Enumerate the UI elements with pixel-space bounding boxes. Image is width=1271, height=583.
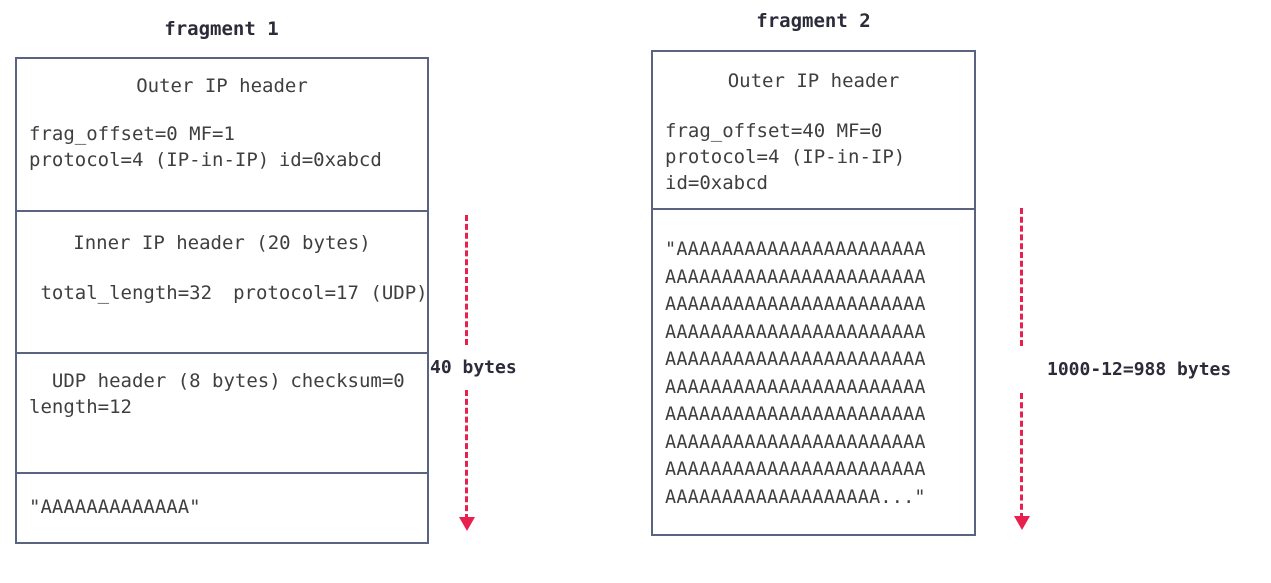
fragment-1-outer-protocol-line: protocol=4 (IP-in-IP) — [29, 149, 270, 171]
fragment-1-payload-section: "AAAAAAAAAAAAA" — [17, 474, 427, 542]
fragment-2-outer-ip-header-heading: Outer IP header — [727, 70, 900, 92]
fragment-1-payload-line: "AAAAAAAAAAAAA" — [29, 496, 201, 518]
fragment-2-payload-line: AAAAAAAAAAAAAAAAAAAAAAA — [665, 459, 926, 480]
fragment-1-size-label: 40 bytes — [430, 357, 517, 378]
dashed-line-upper — [465, 215, 468, 345]
fragment-1-udp-header-section: UDP header (8 bytes) checksum=0 length=1… — [17, 354, 427, 474]
fragment-1-udp-length-line: length=12 — [29, 396, 132, 418]
dashed-line-lower — [465, 390, 468, 520]
fragment-2-payload-line: AAAAAAAAAAAAAAAAAAAAAAA — [665, 431, 926, 453]
fragment-2-payload-line: AAAAAAAAAAAAAAAAAAAAAAA — [665, 266, 926, 288]
fragment-1-outer-ip-header-heading: Outer IP header — [136, 75, 308, 97]
fragment-1-inner-ip-header-section: Inner IP header (20 bytes) total_length=… — [17, 212, 427, 354]
arrow-down-icon — [1014, 516, 1030, 530]
fragment-2-payload-section: "AAAAAAAAAAAAAAAAAAAAAA AAAAAAAAAAAAAAAA… — [653, 210, 974, 534]
fragment-2-payload-line: AAAAAAAAAAAAAAAAAAAAAAA — [665, 376, 926, 398]
spacer — [29, 99, 415, 121]
fragment-2-packet-box: Outer IP header frag_offset=40 MF=0 prot… — [651, 50, 976, 536]
spacer — [29, 256, 415, 280]
fragment-2-payload-line: AAAAAAAAAAAAAAAAAAAAAAA — [665, 321, 926, 343]
fragment-2-payload-line: AAAAAAAAAAAAAAAAAAAAAAA — [665, 294, 926, 315]
fragment-2-payload-line: AAAAAAAAAAAAAAAAAAAAAAA — [665, 349, 926, 370]
fragment-2-size-label: 1000-12=988 bytes — [1047, 359, 1232, 380]
dashed-line-upper — [1020, 208, 1023, 346]
fragment-1-udp-header-heading: UDP header (8 bytes) — [29, 370, 281, 392]
spacer — [665, 94, 962, 118]
fragment-1-title: fragment 1 — [164, 18, 279, 40]
fragment-1-outer-id-line: id=0xabcd — [278, 149, 382, 171]
fragment-2-outer-id-line: id=0xabcd — [665, 172, 768, 194]
fragment-2-title: fragment 2 — [756, 10, 871, 32]
fragment-1-outer-ip-header-section: Outer IP header frag_offset=0 MF=1 proto… — [17, 59, 427, 212]
fragment-1-udp-checksum-line: checksum=0 — [290, 370, 405, 392]
fragment-1-inner-total-length-line: total_length=32 — [29, 282, 213, 304]
fragment-2-payload-line: "AAAAAAAAAAAAAAAAAAAAAA — [665, 239, 926, 260]
fragment-2-outer-ip-header-section: Outer IP header frag_offset=40 MF=0 prot… — [653, 52, 974, 210]
fragment-2-payload-line: AAAAAAAAAAAAAAAAAAA..." — [665, 486, 926, 508]
fragment-1-packet-box: Outer IP header frag_offset=0 MF=1 proto… — [15, 57, 429, 544]
fragment-1-outer-frag-offset-line: frag_offset=0 MF=1 — [29, 123, 235, 145]
arrow-down-icon — [459, 517, 475, 531]
fragment-1-inner-ip-header-heading: Inner IP header (20 bytes) — [73, 232, 371, 254]
fragment-2-outer-protocol-line: protocol=4 (IP-in-IP) — [665, 146, 906, 168]
fragment-1-inner-protocol-line: protocol=17 (UDP) — [221, 282, 427, 304]
fragment-2-outer-frag-offset-line: frag_offset=40 MF=0 — [665, 120, 883, 142]
dashed-line-lower — [1020, 393, 1023, 519]
fragment-2-payload-line: AAAAAAAAAAAAAAAAAAAAAAA — [665, 404, 926, 425]
